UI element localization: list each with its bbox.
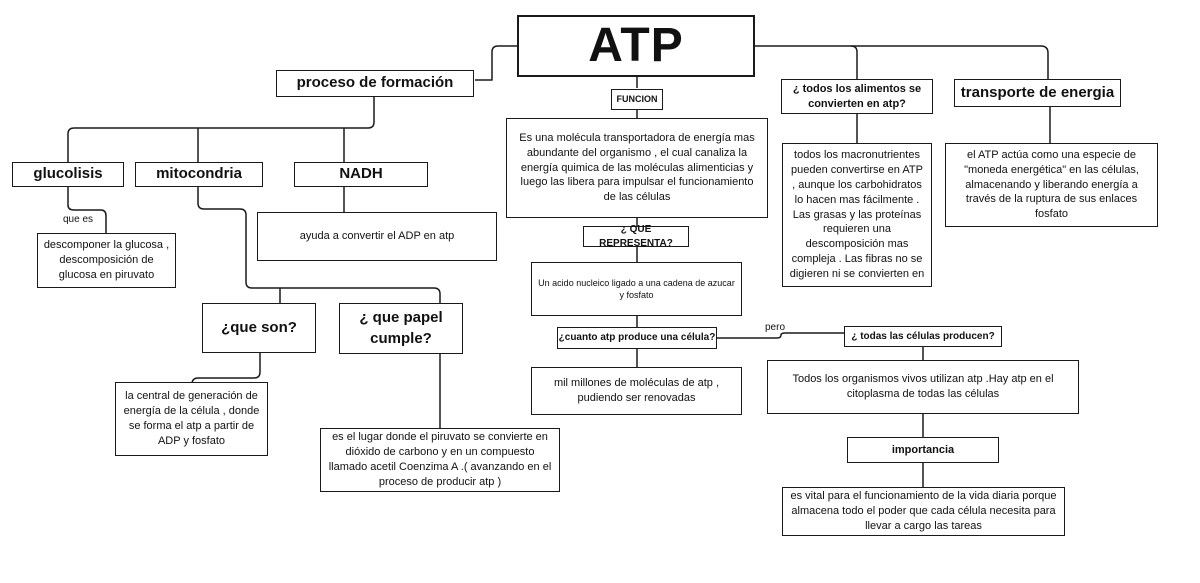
node-funcion-text: Es una molécula transportadora de energí…	[506, 118, 768, 218]
node-todas-text-content: Todos los organismos vivos utilizan atp …	[792, 373, 1054, 400]
node-alimentos-question: ¿ todos los alimentos se convierten en a…	[781, 79, 933, 114]
label-que-es: que es	[63, 214, 94, 225]
node-cuanto-text-content: mil millones de moléculas de atp , pudie…	[553, 377, 720, 404]
node-que-papel-label: ¿ que papel cumple?	[359, 309, 443, 347]
node-todas-text: Todos los organismos vivos utilizan atp …	[767, 360, 1079, 414]
node-transporte-label: transporte de energia	[960, 83, 1115, 101]
node-que-son-label: ¿que son?	[221, 318, 297, 336]
node-representa-text-content: Un acido nucleico ligado a una cadena de…	[538, 277, 735, 300]
node-importancia-text-content: es vital para el funcionamiento de la vi…	[790, 490, 1057, 532]
node-alimentos-text: todos los macronutrientes pueden convert…	[782, 143, 932, 287]
node-glucolisis-label: glucolisis	[33, 165, 103, 183]
node-que-papel: ¿ que papel cumple?	[339, 303, 463, 354]
node-nadh: NADH	[294, 162, 428, 187]
node-representa-text: Un acido nucleico ligado a una cadena de…	[531, 262, 742, 316]
node-que-son: ¿que son?	[202, 303, 316, 353]
node-funcion-label: FUNCION	[616, 94, 658, 105]
node-importancia-label: importancia	[891, 443, 955, 456]
label-pero: pero	[765, 322, 786, 333]
node-que-papel-text-content: es el lugar donde el piruvato se convier…	[328, 431, 552, 488]
node-todas-question-label: ¿ todas las células producen?	[851, 330, 995, 342]
node-que-son-text-content: la central de generación de energía de l…	[123, 390, 260, 447]
node-transporte-text-content: el ATP actúa como una especie de "moneda…	[964, 148, 1139, 221]
title-box: ATP	[517, 15, 755, 77]
node-funcion-text-content: Es una molécula transportadora de energí…	[519, 131, 755, 204]
node-mitocondria: mitocondria	[135, 162, 263, 187]
node-que-papel-text: es el lugar donde el piruvato se convier…	[320, 428, 560, 492]
node-alimentos-text-content: todos los macronutrientes pueden convert…	[789, 149, 925, 280]
node-todas-question: ¿ todas las células producen?	[844, 326, 1002, 347]
node-nadh-label: NADH	[339, 165, 383, 183]
node-glucolisis-text: descomponer la glucosa , descomposición …	[37, 233, 176, 288]
node-que-son-text: la central de generación de energía de l…	[115, 382, 268, 456]
node-nadh-text: ayuda a convertir el ADP en atp	[257, 212, 497, 261]
node-representa-question-label: ¿ QUE REPRESENTA?	[599, 224, 673, 249]
node-transporte: transporte de energia	[954, 79, 1121, 107]
node-representa-question: ¿ QUE REPRESENTA?	[583, 224, 689, 249]
page-title: ATP	[588, 18, 684, 72]
node-glucolisis-text-content: descomponer la glucosa , descomposición …	[43, 239, 170, 281]
node-glucolisis: glucolisis	[12, 162, 124, 187]
node-cuanto-text: mil millones de moléculas de atp , pudie…	[531, 367, 742, 415]
node-transporte-text: el ATP actúa como una especie de "moneda…	[945, 143, 1158, 227]
node-importancia: importancia	[847, 437, 999, 463]
node-funcion: FUNCION	[611, 89, 663, 110]
node-mitocondria-label: mitocondria	[156, 165, 242, 183]
node-proceso: proceso de formación	[276, 70, 474, 97]
node-importancia-text: es vital para el funcionamiento de la vi…	[782, 487, 1065, 536]
node-alimentos-question-label: ¿ todos los alimentos se convierten en a…	[792, 82, 922, 110]
node-cuanto-question: ¿cuanto atp produce una célula?	[557, 327, 717, 349]
node-cuanto-question-label: ¿cuanto atp produce una célula?	[558, 332, 716, 344]
node-proceso-label: proceso de formación	[296, 74, 454, 92]
node-nadh-text-content: ayuda a convertir el ADP en atp	[299, 230, 455, 243]
